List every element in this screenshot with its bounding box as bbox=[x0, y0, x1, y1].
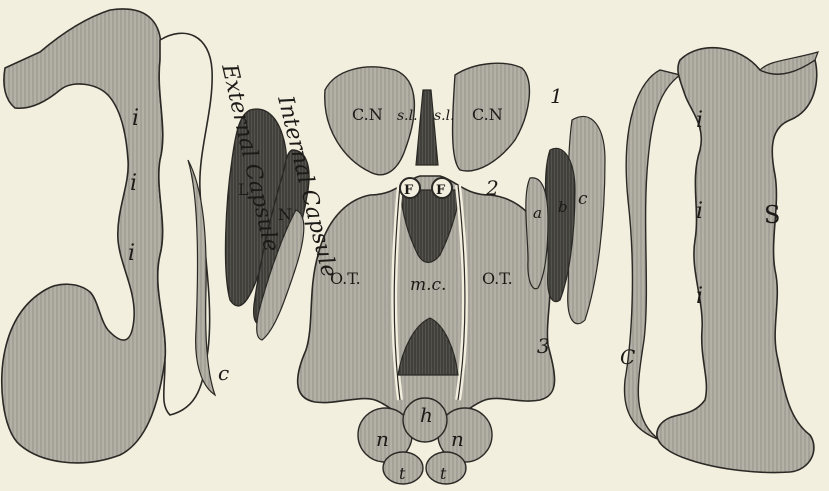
label-a: a bbox=[533, 204, 542, 222]
label-b: b bbox=[558, 198, 568, 216]
label-c-right: C bbox=[620, 345, 635, 369]
label-right-i-2: i bbox=[696, 199, 703, 224]
right-insula-convolution bbox=[624, 48, 818, 473]
label-num-2: 2 bbox=[485, 176, 499, 200]
label-c-small: c bbox=[578, 189, 588, 209]
label-F-right: F bbox=[436, 183, 446, 198]
label-right-i-3: i bbox=[696, 284, 703, 309]
label-mc: m.c. bbox=[410, 275, 446, 295]
label-F-left: F bbox=[404, 183, 414, 198]
label-N: N bbox=[278, 205, 292, 224]
label-CN-left: C.N bbox=[352, 105, 383, 124]
label-OT-right: O.T. bbox=[482, 269, 513, 288]
left-insula-convolution bbox=[2, 9, 212, 463]
label-S: S bbox=[764, 201, 780, 229]
label-n-right: n bbox=[451, 427, 464, 451]
label-OT-left: O.T. bbox=[330, 269, 361, 288]
label-right-i-1: i bbox=[696, 108, 703, 133]
label-num-3: 3 bbox=[537, 334, 550, 358]
label-sl-left: s.l. bbox=[397, 108, 418, 124]
label-L: L bbox=[238, 180, 249, 199]
label-t-right: t bbox=[440, 464, 447, 483]
label-num-1: 1 bbox=[550, 84, 563, 108]
label-left-i-2: i bbox=[130, 171, 137, 196]
label-t-left: t bbox=[399, 464, 406, 483]
label-left-i-3: i bbox=[128, 241, 135, 266]
label-n-left: n bbox=[376, 427, 389, 451]
label-sl-right: s.l. bbox=[434, 108, 455, 124]
label-CN-right: C.N bbox=[472, 105, 503, 124]
label-left-i-1: i bbox=[132, 106, 139, 131]
label-h: h bbox=[420, 403, 433, 427]
label-c-left: c bbox=[218, 361, 229, 385]
